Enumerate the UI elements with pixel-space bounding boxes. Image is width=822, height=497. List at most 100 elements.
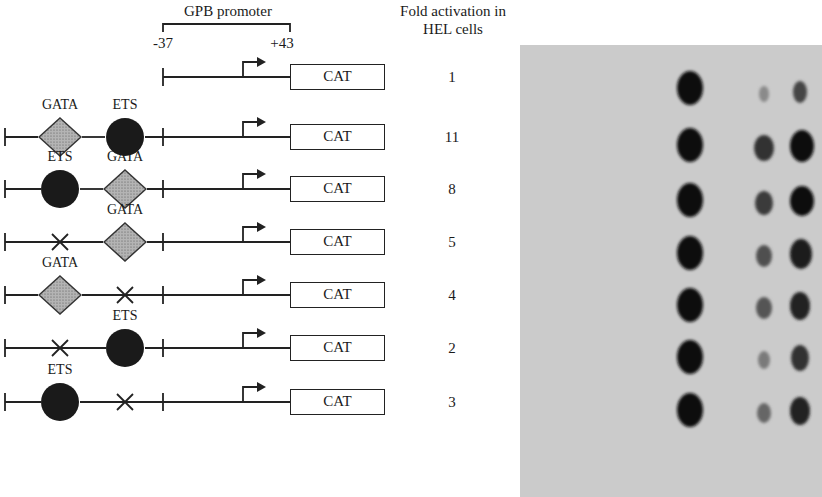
ets-site-circle: ETS	[92, 97, 158, 157]
gata-diamond	[104, 223, 146, 261]
dna-line	[5, 136, 38, 138]
ets-site-circle-outline	[105, 328, 145, 368]
site-label: ETS	[92, 97, 158, 113]
tlc-spot	[758, 351, 770, 369]
tlc-spot	[790, 186, 814, 216]
gata-site-diamond: GATA	[27, 255, 93, 315]
arrow-head	[257, 328, 266, 338]
reporter-box: CAT	[290, 124, 385, 150]
arrow-head	[257, 222, 266, 232]
tlc-spot	[793, 81, 807, 103]
tlc-spot	[790, 397, 810, 425]
tlc-spot	[757, 403, 771, 423]
dna-connector	[147, 188, 290, 190]
start-arrow	[243, 227, 258, 242]
dna-connector	[82, 294, 290, 296]
dna-connector	[145, 347, 290, 349]
site-label: GATA	[27, 97, 93, 113]
promoter-label: GPB promoter	[163, 2, 293, 20]
mutation-cross	[52, 340, 68, 356]
start-arrow	[243, 174, 258, 189]
dna-connector	[80, 401, 290, 403]
reporter-box: CAT	[290, 176, 385, 202]
dna-line	[5, 241, 103, 243]
tlc-spot	[791, 345, 809, 371]
reporter-label: CAT	[323, 393, 351, 409]
fold-activation-value: 3	[427, 393, 477, 411]
tlc-spot	[677, 236, 703, 270]
fold-activation-value: 2	[427, 339, 477, 357]
reporter-box: CAT	[290, 335, 385, 361]
dna-connector	[145, 136, 290, 138]
gata-site-diamond-outline	[38, 275, 82, 315]
gata-site-diamond: GATA	[92, 149, 158, 209]
promoter-label: -37	[146, 34, 180, 52]
tlc-spot	[790, 292, 810, 320]
tlc-spot	[677, 340, 703, 374]
tlc-spot	[756, 245, 772, 267]
reporter-box: CAT	[290, 229, 385, 255]
reporter-box: CAT	[290, 64, 385, 90]
gata-site-diamond: GATA	[92, 202, 158, 262]
arrow-head	[257, 169, 266, 179]
arrow-head	[257, 117, 266, 127]
promoter-bracket	[163, 24, 290, 32]
reporter-label: CAT	[323, 68, 351, 84]
arrow-head	[257, 57, 266, 67]
site-label: ETS	[27, 149, 93, 165]
reporter-box: CAT	[290, 389, 385, 415]
fold-activation-value: 11	[427, 128, 477, 146]
dna-connector	[147, 241, 290, 243]
tlc-spot	[755, 191, 773, 215]
ets-site-circle: ETS	[27, 149, 93, 209]
reporter-label: CAT	[323, 128, 351, 144]
dna-connector	[80, 188, 103, 190]
tlc-spot	[754, 135, 774, 161]
ets-site-circle-outline	[40, 382, 80, 422]
ets-circle	[41, 383, 79, 421]
site-label: GATA	[92, 202, 158, 218]
dna-line	[163, 76, 290, 78]
reporter-box: CAT	[290, 282, 385, 308]
tlc-spot	[759, 86, 769, 102]
mutation-cross	[52, 234, 68, 250]
ets-circle	[41, 170, 79, 208]
start-arrow	[243, 387, 258, 402]
dna-connector	[82, 136, 105, 138]
dna-line	[5, 294, 38, 296]
fold-activation-value: 1	[427, 68, 477, 86]
site-label: GATA	[27, 255, 93, 271]
tlc-spot	[677, 393, 703, 427]
arrow-head	[257, 382, 266, 392]
tlc-spot	[677, 183, 703, 217]
site-label: ETS	[27, 362, 93, 378]
ets-site-circle-outline	[40, 169, 80, 209]
arrow-head	[257, 275, 266, 285]
ets-site-circle: ETS	[27, 362, 93, 422]
fold-activation-value: 8	[427, 180, 477, 198]
dna-line	[5, 401, 41, 403]
tlc-spot	[756, 297, 772, 319]
tlc-spot	[790, 130, 814, 162]
fold-activation-value: 5	[427, 233, 477, 251]
start-arrow	[243, 333, 258, 348]
ets-circle	[106, 329, 144, 367]
site-label: ETS	[92, 308, 158, 324]
tlc-spot	[677, 128, 703, 162]
dna-line	[5, 347, 106, 349]
start-arrow	[243, 280, 258, 295]
promoter-label: +43	[262, 34, 302, 52]
reporter-label: CAT	[323, 339, 351, 355]
tlc-spot	[677, 71, 703, 105]
fold-activation-value: 4	[427, 286, 477, 304]
tlc-spot	[790, 239, 812, 269]
gata-site-diamond: GATA	[27, 97, 93, 157]
start-arrow	[243, 122, 258, 137]
reporter-label: CAT	[323, 233, 351, 249]
start-arrow	[243, 62, 258, 77]
gata-diamond	[39, 276, 81, 314]
ets-site-circle: ETS	[92, 308, 158, 368]
reporter-label: CAT	[323, 286, 351, 302]
tlc-autoradiograph	[520, 45, 822, 497]
tlc-spot	[677, 288, 703, 322]
